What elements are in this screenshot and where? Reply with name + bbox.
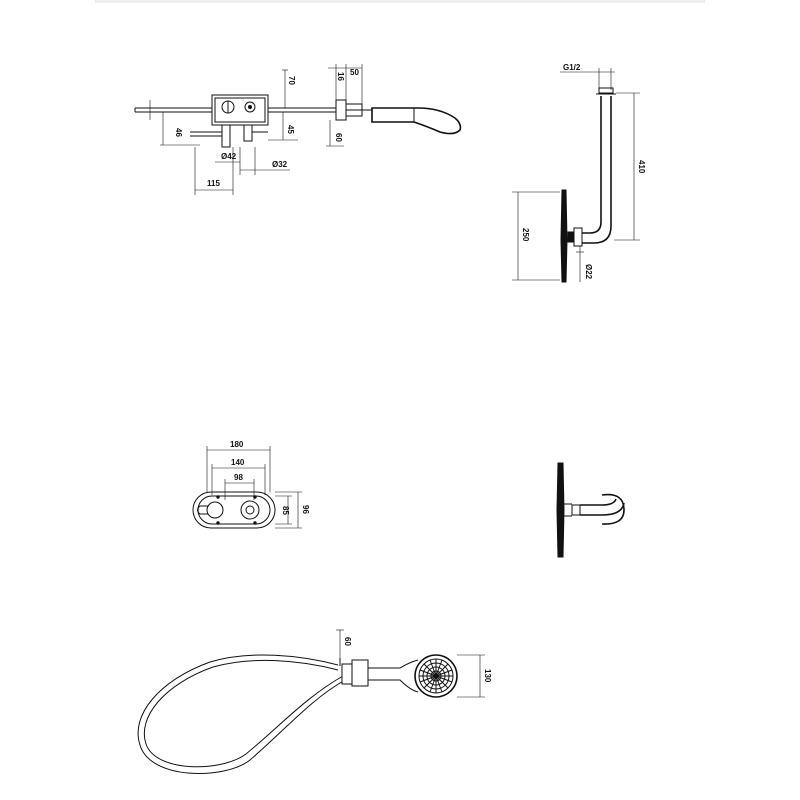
dim-410: 410	[637, 160, 646, 174]
dim-16: 16	[336, 72, 345, 81]
dim-dia42: Ø42	[221, 152, 237, 161]
top-divider	[95, 0, 705, 3]
dim-50: 50	[350, 68, 359, 77]
dim-180: 180	[230, 440, 244, 449]
dim-45: 45	[286, 125, 295, 134]
shower-arm-top-view	[556, 462, 625, 558]
dim-98: 98	[234, 473, 243, 482]
dim-g12-thread: G1/2	[563, 63, 581, 72]
shower-arm-side-view: G1/2 410 250 Ø22	[512, 63, 646, 283]
dim-115: 115	[207, 179, 220, 188]
dim-dia22: Ø22	[584, 264, 593, 280]
dim-96: 96	[301, 505, 310, 514]
dim-dia32: Ø32	[272, 160, 288, 169]
dim-250: 250	[521, 228, 530, 242]
dim-60: 60	[334, 133, 343, 142]
dim-140: 140	[231, 458, 245, 467]
dim-70: 70	[287, 76, 296, 85]
mixer-side-view: 70 16 50 46 45 60 Ø42 Ø32 115	[134, 64, 462, 195]
cover-plate-front-view: 180 140 98 85 96	[192, 440, 310, 529]
dim-85: 85	[281, 506, 290, 515]
dim-60-bracket: 60	[343, 637, 352, 646]
dim-46: 46	[174, 128, 183, 137]
dim-130: 130	[483, 669, 492, 683]
hand-shower-view: 60 130	[137, 629, 492, 774]
